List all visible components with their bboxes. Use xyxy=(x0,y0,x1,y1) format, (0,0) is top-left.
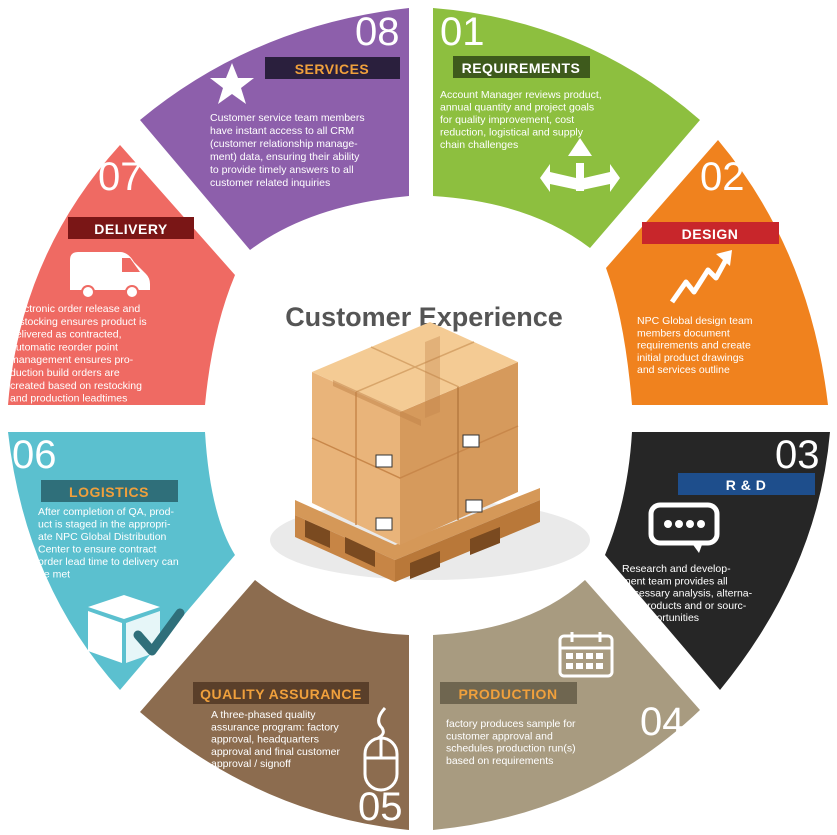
number-quality: 05 xyxy=(358,785,403,829)
title-bar-delivery xyxy=(68,217,194,239)
body-line: A three-phased quality xyxy=(211,709,316,721)
mouse-icon xyxy=(363,706,399,792)
body-line: ment) data, ensuring their ability xyxy=(210,151,360,163)
body-line: duction build orders are xyxy=(10,367,120,379)
body-line: delivered as contracted, xyxy=(10,329,121,341)
body-line: and production leadtimes xyxy=(10,393,127,405)
title-delivery: DELIVERY xyxy=(94,221,168,237)
body-line: electronic order release and xyxy=(10,303,140,315)
title-bar-rnd xyxy=(678,473,815,495)
number-services: 08 xyxy=(355,10,400,54)
title-bar-production xyxy=(440,682,577,704)
body-line: based on requirements xyxy=(446,755,553,767)
body-line: tive products and or sourc- xyxy=(622,600,747,612)
title-logistics: LOGISTICS xyxy=(69,484,149,500)
body-line: factory produces sample for xyxy=(446,718,576,730)
body-line: restocking ensures product is xyxy=(10,316,147,328)
van-icon xyxy=(70,252,150,299)
number-rnd: 03 xyxy=(775,433,820,477)
title-bar-requirements xyxy=(453,56,590,78)
body-line: have instant access to all CRM xyxy=(210,125,354,137)
body-line: requirements and create xyxy=(637,340,751,352)
body-line: schedules production run(s) xyxy=(446,743,576,755)
body-line: members document xyxy=(637,327,730,339)
body-line: NPC Global design team xyxy=(637,315,753,327)
trend-arrow-icon xyxy=(669,250,732,304)
title-services: SERVICES xyxy=(295,61,370,77)
title-rnd: R & D xyxy=(726,477,767,493)
body-line: initial product drawings xyxy=(637,352,744,364)
body-line: reduction, logistical and supply xyxy=(440,127,584,139)
title-bar-quality xyxy=(193,682,369,704)
body-line: ate NPC Global Distribution xyxy=(38,531,167,543)
body-logistics: After completion of QA, prod-uct is stag… xyxy=(38,506,179,581)
body-line: uct is staged in the appropri- xyxy=(38,519,171,531)
body-line: order lead time to delivery can xyxy=(38,556,179,568)
arrows-split-icon xyxy=(540,138,620,192)
body-line: customer approval and xyxy=(446,730,553,742)
chat-bubble-icon xyxy=(648,502,720,553)
title-bar-design xyxy=(642,222,779,244)
body-line: Account Manager reviews product, xyxy=(440,89,602,101)
body-line: and services outline xyxy=(637,364,730,376)
body-line: Research and develop- xyxy=(622,563,731,575)
pallet-boxes-illustration xyxy=(270,322,590,582)
body-line: be met xyxy=(38,569,70,581)
title-requirements: REQUIREMENTS xyxy=(462,60,581,76)
body-line: annual quantity and project goals xyxy=(440,102,594,114)
body-line: Customer service team members xyxy=(210,112,365,124)
segment-production xyxy=(433,580,700,830)
body-line: ing opportunities xyxy=(622,612,699,624)
calendar-icon xyxy=(558,632,614,678)
body-line: customer related inquiries xyxy=(210,177,330,189)
body-line: approval, headquarters xyxy=(211,734,319,746)
title-design: DESIGN xyxy=(682,226,739,242)
number-requirements: 01 xyxy=(440,10,485,54)
body-line: ment team provides all xyxy=(622,575,728,587)
body-line: management ensures pro- xyxy=(10,354,134,366)
number-delivery: 07 xyxy=(98,155,143,199)
body-rnd: Research and develop-ment team provides … xyxy=(622,563,753,624)
body-requirements: Account Manager reviews product,annual q… xyxy=(440,89,602,151)
body-line: assurance program: factory xyxy=(211,721,340,733)
body-line: necessary analysis, alterna- xyxy=(622,588,753,600)
number-logistics: 06 xyxy=(12,433,57,477)
body-line: approval and final customer xyxy=(211,746,340,758)
title-bar-services xyxy=(265,57,400,79)
body-line: chain challenges xyxy=(440,139,518,151)
body-line: (customer relationship manage- xyxy=(210,138,358,150)
body-line: for quality improvement, cost xyxy=(440,114,574,126)
body-line: automatic reorder point xyxy=(10,341,118,353)
body-line: approval / signoff xyxy=(211,758,291,770)
star-icon xyxy=(210,63,254,104)
title-bar-logistics xyxy=(41,480,178,502)
body-line: to provide timely answers to all xyxy=(210,164,354,176)
title-quality: QUALITY ASSURANCE xyxy=(200,686,362,702)
segment-rnd xyxy=(605,432,830,690)
body-line: created based on restocking xyxy=(10,380,142,392)
number-design: 02 xyxy=(700,155,745,199)
body-line: Center to ensure contract xyxy=(38,544,157,556)
segment-quality xyxy=(140,580,409,830)
body-line: After completion of QA, prod- xyxy=(38,506,174,518)
number-production: 04 xyxy=(640,700,685,744)
box-check-icon xyxy=(88,595,185,663)
title-production: PRODUCTION xyxy=(458,686,557,702)
